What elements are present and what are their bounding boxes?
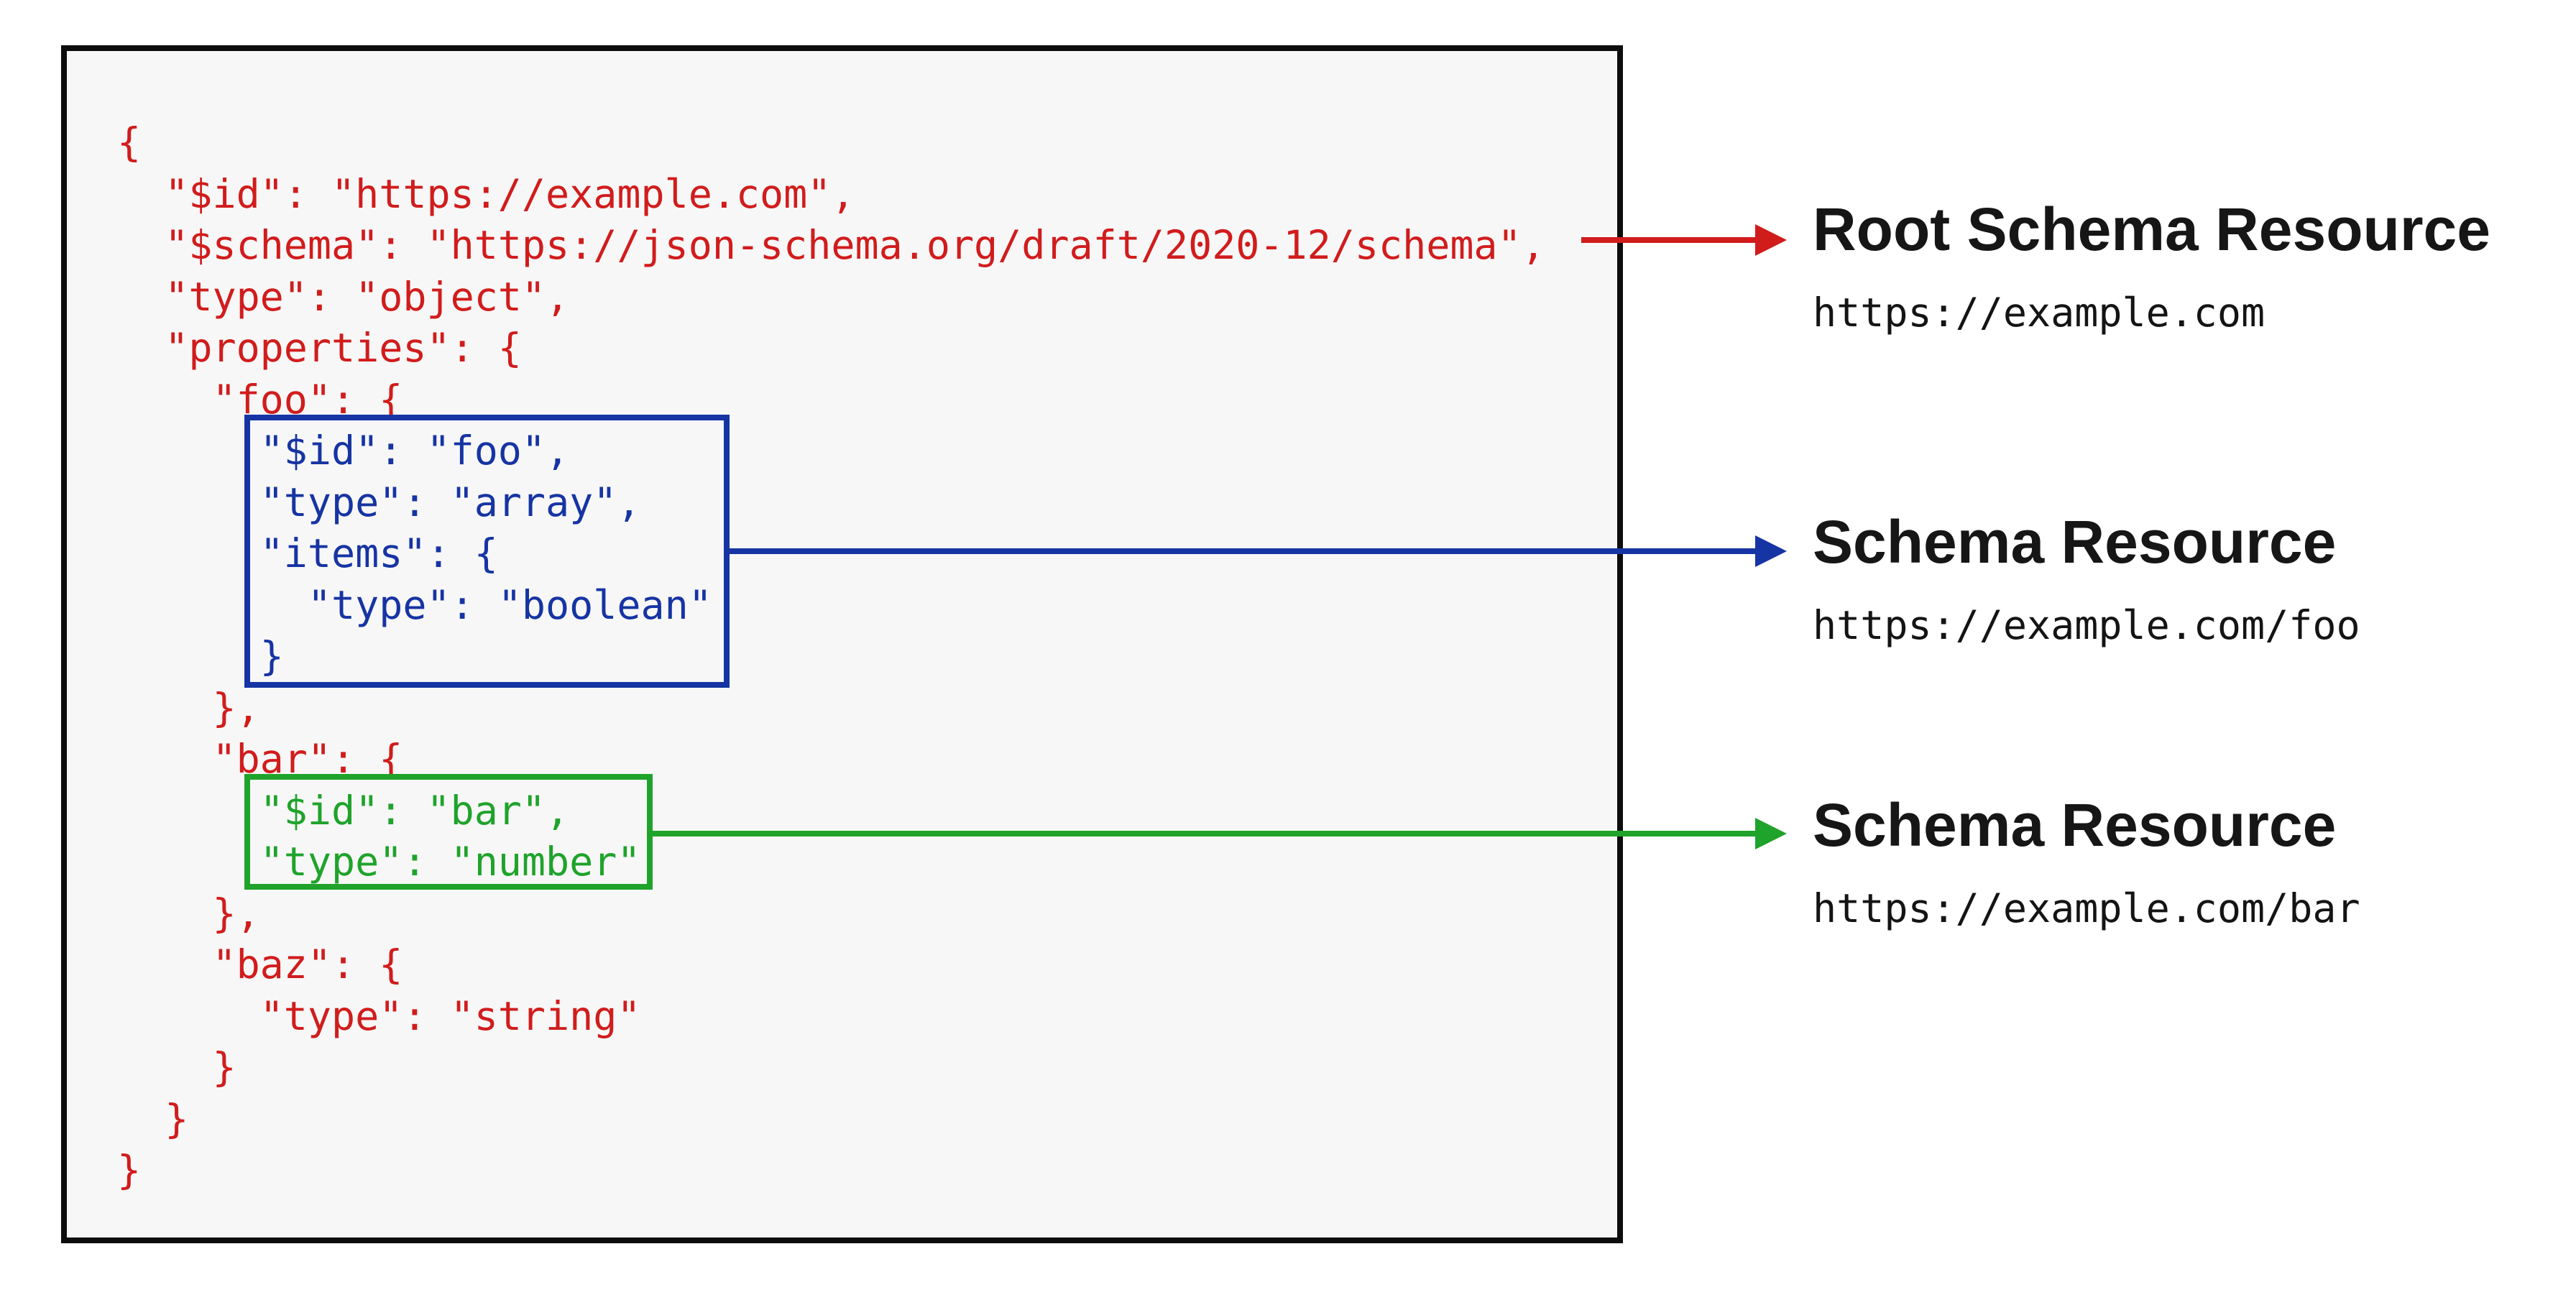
code-line: } xyxy=(117,1044,236,1090)
code-line: } xyxy=(117,1147,142,1193)
code-line: }, xyxy=(117,684,260,731)
annotation-bar-schema: Schema Resource https://example.com/bar xyxy=(1813,791,2360,930)
code-line-schema: "$schema": "https://json-schema.org/draf… xyxy=(117,222,1545,268)
annotation-title: Root Schema Resource xyxy=(1813,195,2490,263)
code-line-bar: "$id": "bar", xyxy=(117,787,570,834)
annotation-root-schema: Root Schema Resource https://example.com xyxy=(1813,195,2490,334)
code-line-foo: "$id": "foo", xyxy=(117,428,570,474)
arrow-right-icon xyxy=(1755,818,1787,849)
arrow-right-icon xyxy=(1755,224,1787,256)
code-line-bar: "type": "number" xyxy=(117,839,641,885)
code-line: { xyxy=(117,119,142,165)
annotation-foo-schema: Schema Resource https://example.com/foo xyxy=(1813,508,2360,647)
code-line: "properties": { xyxy=(117,325,522,371)
code-line-foo: "items": { xyxy=(117,530,498,576)
annotation-url: https://example.com/foo xyxy=(1813,602,2360,648)
code-line: "type": "string" xyxy=(117,992,641,1039)
schema-code: { "$id": "https://example.com", "$schema… xyxy=(117,117,1545,1197)
code-line: "baz": { xyxy=(117,941,403,987)
annotation-title: Schema Resource xyxy=(1813,791,2337,859)
arrow-right-icon xyxy=(1755,535,1787,567)
code-line: } xyxy=(117,1095,189,1142)
code-line: "type": "object", xyxy=(117,273,570,320)
arrow-line xyxy=(650,831,1755,837)
code-line: "bar": { xyxy=(117,736,403,782)
code-line-foo: "type": "array", xyxy=(117,479,641,525)
annotation-title: Schema Resource xyxy=(1813,508,2337,576)
arrow-line xyxy=(1581,237,1755,243)
code-line-foo: "type": "boolean" xyxy=(117,581,712,628)
code-line: "$id": "https://example.com", xyxy=(117,170,855,217)
annotation-url: https://example.com/bar xyxy=(1813,885,2360,931)
code-line-foo: } xyxy=(117,633,284,679)
arrow-line xyxy=(727,548,1755,554)
schema-code-panel: { "$id": "https://example.com", "$schema… xyxy=(61,45,1623,1243)
code-line: "foo": { xyxy=(117,376,403,423)
annotation-url: https://example.com xyxy=(1813,290,2266,336)
code-line: }, xyxy=(117,890,260,936)
